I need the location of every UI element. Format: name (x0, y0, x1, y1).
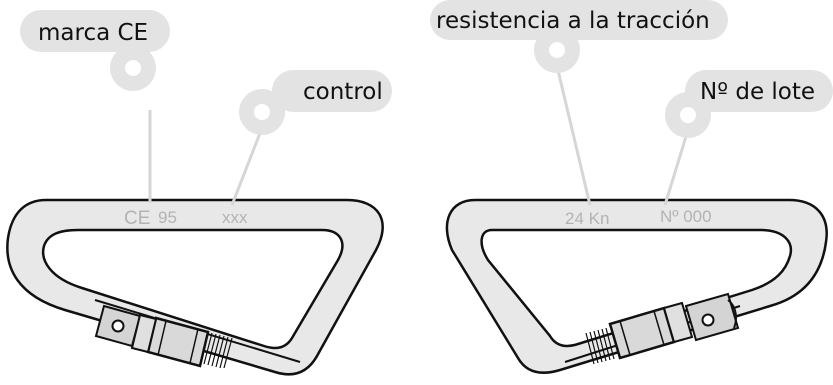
callout-tensile-strength: resistencia a la tracción (430, 0, 728, 206)
left-gate-threads (203, 332, 233, 369)
left-carabiner-opening (41, 228, 344, 350)
callout-lot-number: Nº de lote (663, 70, 833, 206)
right-gate-threads (585, 327, 615, 365)
left-gate-hinge (94, 304, 142, 348)
lot-engraving: Nº 000 (660, 207, 712, 226)
right-gate-hinge (684, 292, 740, 342)
left-carabiner: CE 95 xxx marca CE control (6, 10, 392, 376)
control-code-engraving: xxx (222, 208, 248, 227)
label-bubble-lot-number (685, 70, 833, 112)
leader-line-control (230, 127, 264, 206)
callout-control: control (230, 70, 392, 206)
label-tensile-strength: resistencia a la tracción (436, 8, 710, 34)
label-control: control (303, 79, 383, 105)
left-locking-sleeve (130, 313, 210, 368)
leader-line-tensile-strength (555, 65, 592, 206)
label-lot-number: Nº de lote (700, 79, 815, 105)
label-bubble-control (272, 70, 392, 112)
ce-number-engraving: 95 (158, 208, 177, 227)
right-carabiner: 24 Kn Nº 000 resistencia a la tracción N… (430, 0, 833, 374)
right-locking-sleeve (608, 301, 694, 360)
label-bubble-ce-mark (20, 10, 170, 52)
ce-symbol-engraving: CE (124, 208, 150, 229)
leader-line-lot-number (663, 129, 690, 206)
callout-ce-mark: marca CE (20, 10, 170, 203)
label-ce-mark: marca CE (38, 20, 148, 46)
label-bubble-tensile-strength (430, 0, 728, 40)
strength-engraving: 24 Kn (565, 209, 609, 228)
